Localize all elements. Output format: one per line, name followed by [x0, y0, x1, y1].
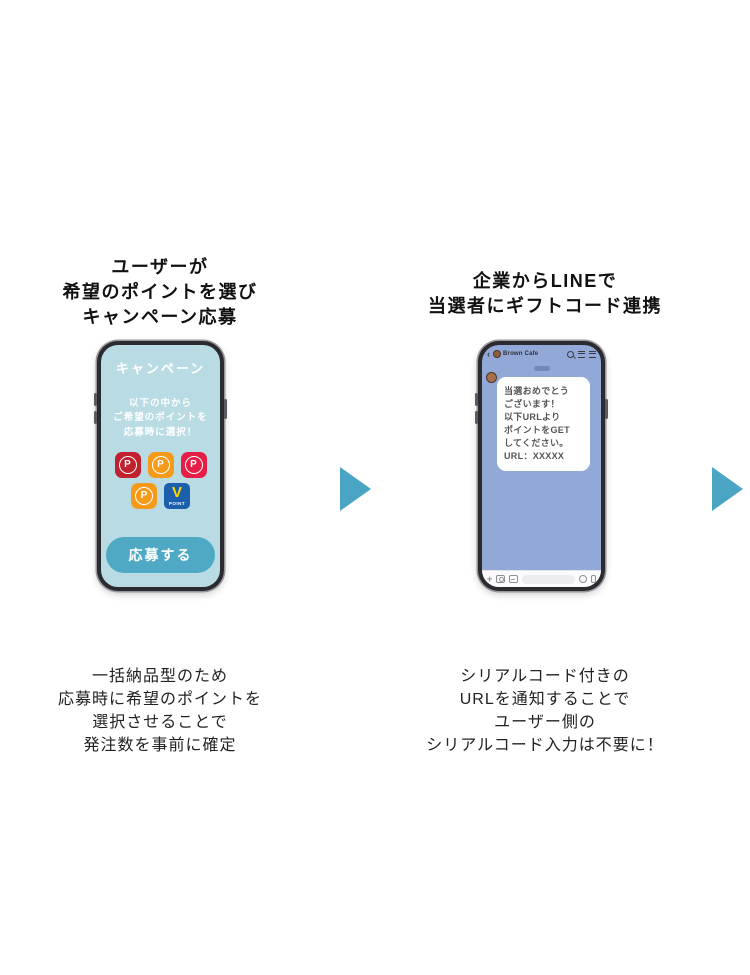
- power-button: [224, 399, 227, 419]
- message-input[interactable]: [522, 574, 575, 584]
- point-options-row-1: P P P: [101, 452, 220, 478]
- chat-title-avatar: [493, 350, 501, 358]
- line-chat-header: ‹ Brown Cafe: [482, 345, 601, 361]
- point-icon-red[interactable]: P: [114, 452, 141, 478]
- point-letter: P: [135, 487, 153, 505]
- menu-icon[interactable]: [589, 350, 596, 358]
- camera-icon[interactable]: [496, 575, 506, 583]
- point-letter: P: [118, 456, 137, 474]
- point-letter: P: [151, 456, 170, 474]
- brown-avatar: [486, 372, 497, 383]
- line-chat-screen: ‹ Brown Cafe 当選おめでとう ございます！ 以下URLより ポイント…: [482, 345, 601, 587]
- chat-title: Brown Cafe: [503, 351, 539, 357]
- flow-arrow-2: [712, 467, 743, 511]
- date-chip: [533, 366, 550, 371]
- chat-message-bubble: 当選おめでとう ございます！ 以下URLより ポイントをGET してください。 …: [497, 377, 590, 472]
- vpoint-label: POINT: [168, 501, 186, 506]
- point-icon-orange-2[interactable]: P: [131, 483, 157, 509]
- step1-caption: 一括納品型のため 応募時に希望のポイントを 選択させることで 発注数を事前に確定: [57, 668, 262, 755]
- emoji-icon[interactable]: [579, 575, 587, 583]
- step1-title: ユーザーが 希望のポイントを選び キャンペーン応募: [62, 256, 258, 327]
- volume-up-button: [94, 393, 97, 406]
- phone-mockup-campaign: キャンペーン 以下の中から ご希望のポイントを 応募時に選択！ P P P P: [94, 341, 227, 591]
- vpoint-icon[interactable]: V POINT: [164, 483, 190, 509]
- phone-mockup-line-chat: ‹ Brown Cafe 当選おめでとう ございます！ 以下URLより ポイント…: [475, 341, 608, 591]
- volume-down-button: [94, 411, 97, 424]
- back-icon[interactable]: ‹: [487, 348, 490, 359]
- point-icon-orange[interactable]: P: [147, 452, 174, 478]
- point-letter: P: [184, 456, 203, 474]
- flow-arrow-1: [340, 467, 371, 511]
- power-button: [605, 399, 608, 419]
- apply-button[interactable]: 応募する: [106, 537, 215, 573]
- campaign-screen: キャンペーン 以下の中から ご希望のポイントを 応募時に選択！ P P P P: [101, 345, 220, 587]
- call-menu-icon[interactable]: [578, 350, 585, 358]
- plus-icon[interactable]: +: [487, 573, 493, 584]
- campaign-screen-title: キャンペーン: [115, 361, 206, 376]
- volume-down-button: [475, 411, 478, 424]
- step2-title: 企業からLINEで 当選者にギフトコード連携: [428, 270, 662, 316]
- point-options-row-2: P V POINT: [101, 483, 220, 509]
- volume-up-button: [475, 393, 478, 406]
- search-icon[interactable]: [567, 350, 574, 358]
- chat-input-bar: +: [482, 570, 601, 587]
- photo-icon[interactable]: [509, 575, 519, 583]
- point-icon-crimson[interactable]: P: [180, 452, 207, 478]
- mic-icon[interactable]: [591, 575, 596, 583]
- campaign-instructions: 以下の中から ご希望のポイントを 応募時に選択！: [113, 398, 208, 438]
- step2-caption: シリアルコード付きの URLを通知することで ユーザー側の シリアルコード入力は…: [426, 668, 664, 755]
- vpoint-v-glyph: V: [171, 484, 182, 501]
